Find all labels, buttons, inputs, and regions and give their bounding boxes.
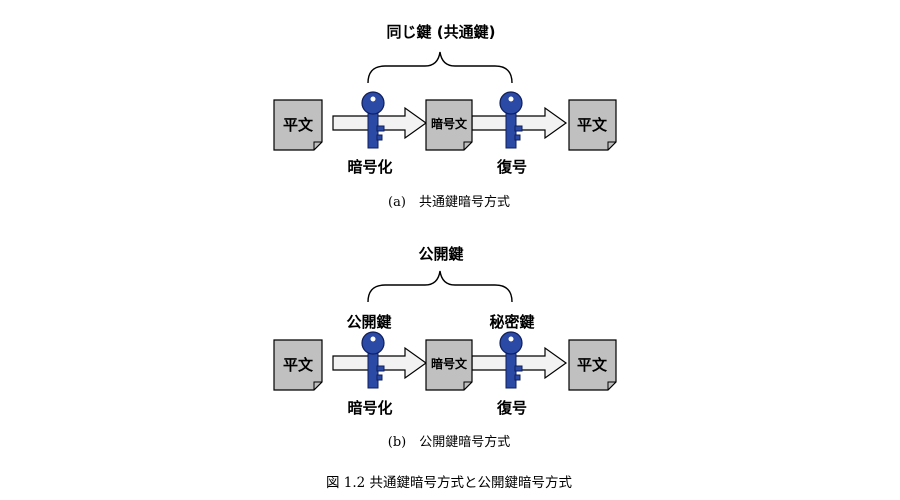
key-right-label-b: 秘密鍵 bbox=[489, 313, 534, 331]
plaintext-right-b: 平文 bbox=[577, 356, 608, 374]
plaintext-left-b: 平文 bbox=[283, 356, 314, 374]
plaintext-right-a: 平文 bbox=[577, 116, 608, 134]
document-icon bbox=[425, 339, 473, 391]
document-icon bbox=[425, 99, 473, 151]
document-icon bbox=[273, 99, 323, 151]
caption-a: (a) 共通鍵暗号方式 bbox=[388, 194, 510, 210]
bracket-a bbox=[367, 51, 513, 84]
key-icon bbox=[361, 331, 385, 389]
key-left-label-b: 公開鍵 bbox=[346, 313, 391, 331]
bracket-b bbox=[367, 270, 513, 303]
arrow-icon bbox=[471, 346, 568, 380]
document-icon bbox=[568, 339, 617, 391]
diagram-b: 公開鍵 公開鍵 秘密鍵 平文 暗号文 平文 bbox=[273, 245, 617, 450]
decrypt-label-a: 復号 bbox=[496, 158, 527, 176]
key-icon bbox=[499, 91, 523, 149]
ciphertext-a: 暗号文 bbox=[431, 116, 468, 131]
document-icon bbox=[568, 99, 617, 151]
key-icon bbox=[499, 331, 523, 389]
bracket-label-b: 公開鍵 bbox=[418, 245, 463, 263]
encrypt-label-a: 暗号化 bbox=[347, 158, 392, 176]
caption-b: (b) 公開鍵暗号方式 bbox=[388, 434, 510, 450]
diagram-a: 同じ鍵 (共通鍵) 平文 暗号文 平文 bbox=[273, 23, 617, 210]
decrypt-label-b: 復号 bbox=[496, 399, 527, 417]
arrow-icon bbox=[332, 106, 428, 140]
encrypt-label-b: 暗号化 bbox=[347, 399, 392, 417]
plaintext-left-a: 平文 bbox=[283, 116, 314, 134]
arrow-icon bbox=[332, 346, 428, 380]
document-icon bbox=[273, 339, 323, 391]
bracket-label-a: 同じ鍵 (共通鍵) bbox=[387, 23, 496, 41]
key-icon bbox=[361, 91, 385, 149]
ciphertext-b: 暗号文 bbox=[431, 356, 468, 371]
arrow-icon bbox=[471, 106, 568, 140]
figure-caption: 図 1.2 共通鍵暗号方式と公開鍵暗号方式 bbox=[326, 475, 573, 491]
